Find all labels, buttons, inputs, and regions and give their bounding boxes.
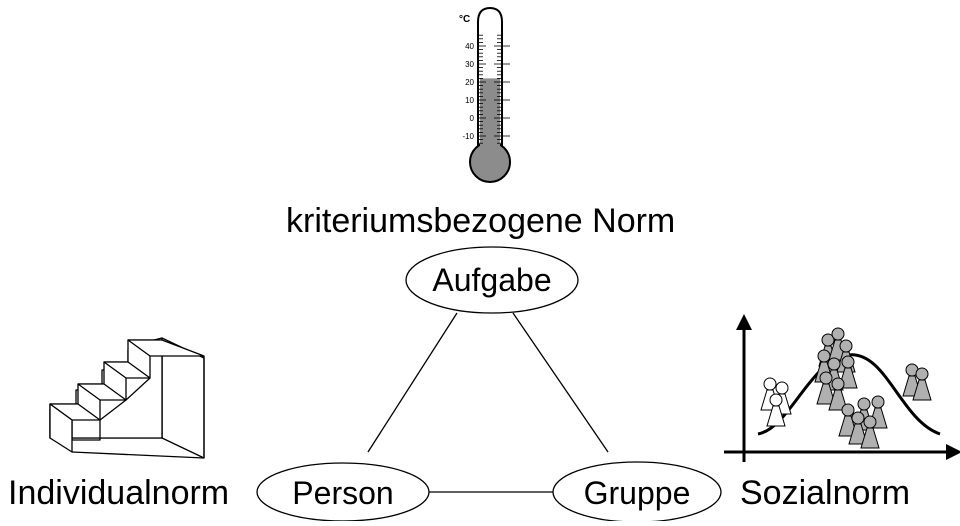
- thermometer-unit: °C: [459, 14, 471, 25]
- criterion-norm-label: kriteriumsbezogene Norm: [286, 202, 676, 240]
- social-norm-label: Sozialnorm: [740, 474, 911, 512]
- person-figure-icon: [828, 377, 848, 411]
- thermometer-tick-label: 0: [470, 114, 475, 123]
- thermometer-tick-label: 10: [465, 96, 474, 105]
- thermometer-tick-label: 40: [465, 42, 474, 51]
- normal-distribution-icon: [724, 314, 960, 462]
- thermometer-tick-label: -10: [462, 132, 474, 141]
- triangle-edges: [367, 312, 609, 493]
- person-figure-icon: [766, 393, 786, 427]
- node-person-label: Person: [292, 475, 394, 511]
- thermometer-tick-label: 30: [465, 60, 474, 69]
- node-task-label: Aufgabe: [432, 262, 552, 298]
- person-figure-icon: [848, 411, 868, 445]
- edge-task-person: [367, 312, 458, 453]
- thermometer-fill: [480, 78, 500, 150]
- stairs-icon: [49, 337, 205, 459]
- thermometer-tick-label: 20: [465, 78, 474, 87]
- edge-task-group: [512, 312, 609, 453]
- person-figure-icon: [912, 367, 932, 401]
- thermometer-icon: 40 30 20 10 0 -10: [462, 6, 511, 183]
- person-figure-icon: [860, 415, 880, 449]
- individual-norm-label: Individualnorm: [8, 474, 230, 512]
- node-group-label: Gruppe: [583, 475, 691, 511]
- node-task-ellipse: [405, 246, 579, 314]
